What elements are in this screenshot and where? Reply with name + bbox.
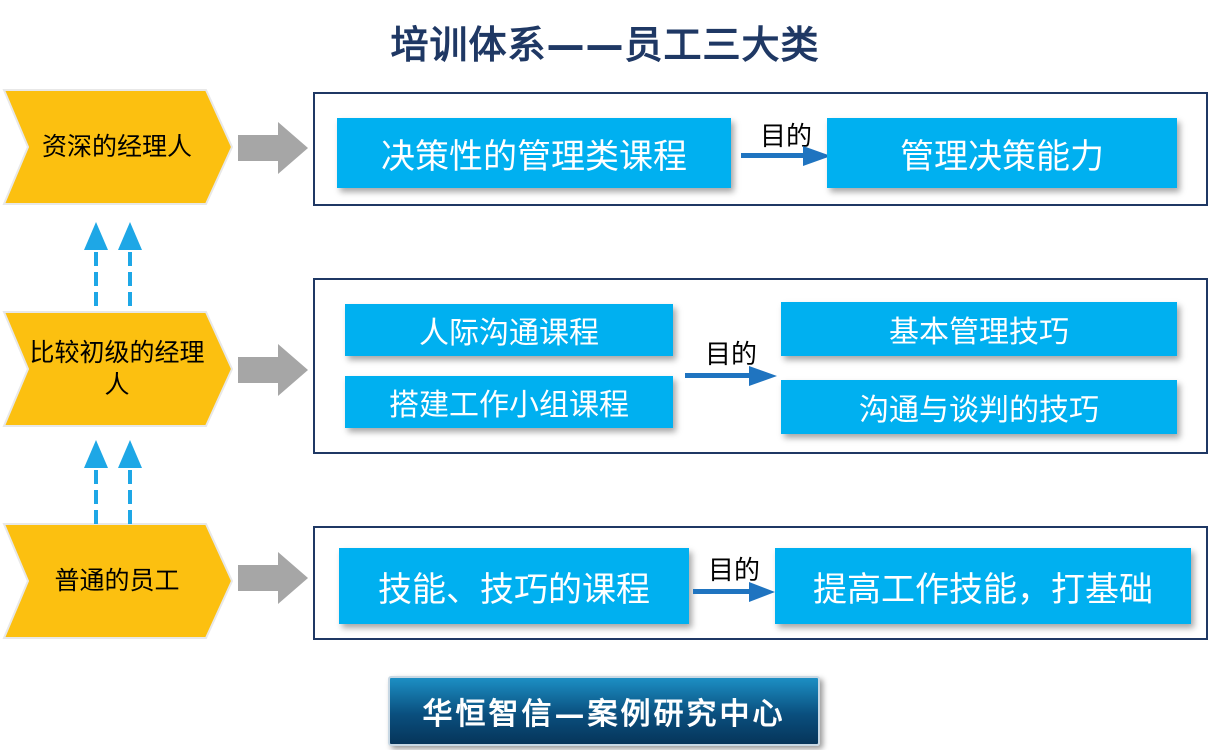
chevron-shape bbox=[2, 311, 234, 427]
chevron-shape bbox=[2, 89, 234, 205]
page-title: 培训体系——员工三大类 bbox=[390, 23, 820, 67]
chevron-regular-employee: 普通的员工 bbox=[2, 522, 234, 640]
chevron-senior-manager: 资深的经理人 bbox=[2, 88, 234, 206]
chevron-label: 普通的员工 bbox=[54, 565, 180, 595]
course-box: 人际沟通课程 bbox=[345, 304, 673, 356]
goal-box: 沟通与谈判的技巧 bbox=[781, 380, 1177, 434]
gray-right-arrow-icon bbox=[238, 122, 308, 174]
blue-right-arrow-icon bbox=[685, 366, 777, 386]
blue-right-arrow-icon bbox=[741, 146, 831, 166]
course-box: 决策性的管理类课程 bbox=[337, 118, 731, 188]
goal-box: 基本管理技巧 bbox=[781, 302, 1177, 356]
gray-right-arrow-icon bbox=[238, 344, 308, 396]
chevron-label: 资深的经理人 bbox=[41, 131, 192, 161]
blue-right-arrow-icon bbox=[693, 582, 775, 602]
purpose-label: 目的 bbox=[707, 556, 760, 586]
purpose-arrow: 目的 bbox=[693, 550, 775, 602]
purpose-label: 目的 bbox=[704, 340, 757, 370]
purpose-arrow: 目的 bbox=[741, 116, 831, 166]
chevron-label: 比较初级的经理人 bbox=[29, 337, 205, 400]
goal-box: 管理决策能力 bbox=[827, 118, 1177, 188]
purpose-arrow: 目的 bbox=[685, 334, 777, 386]
footer-banner: 华恒智信—案例研究中心 bbox=[388, 676, 820, 746]
course-box: 搭建工作小组课程 bbox=[345, 376, 673, 428]
dashed-up-arrows-icon bbox=[84, 222, 142, 306]
panel-junior-manager: 人际沟通课程 搭建工作小组课程 目的 基本管理技巧 沟通与谈判的技巧 bbox=[313, 278, 1208, 454]
course-box: 技能、技巧的课程 bbox=[339, 548, 689, 624]
dashed-up-arrows-icon bbox=[84, 440, 142, 524]
gray-right-arrow-icon bbox=[238, 552, 308, 604]
panel-regular-employee: 技能、技巧的课程 目的 提高工作技能，打基础 bbox=[313, 526, 1208, 640]
goal-box: 提高工作技能，打基础 bbox=[775, 548, 1191, 624]
chevron-shape bbox=[2, 523, 234, 639]
panel-senior-manager: 决策性的管理类课程 目的 管理决策能力 bbox=[313, 92, 1208, 206]
chevron-junior-manager: 比较初级的经理人 bbox=[2, 310, 234, 428]
